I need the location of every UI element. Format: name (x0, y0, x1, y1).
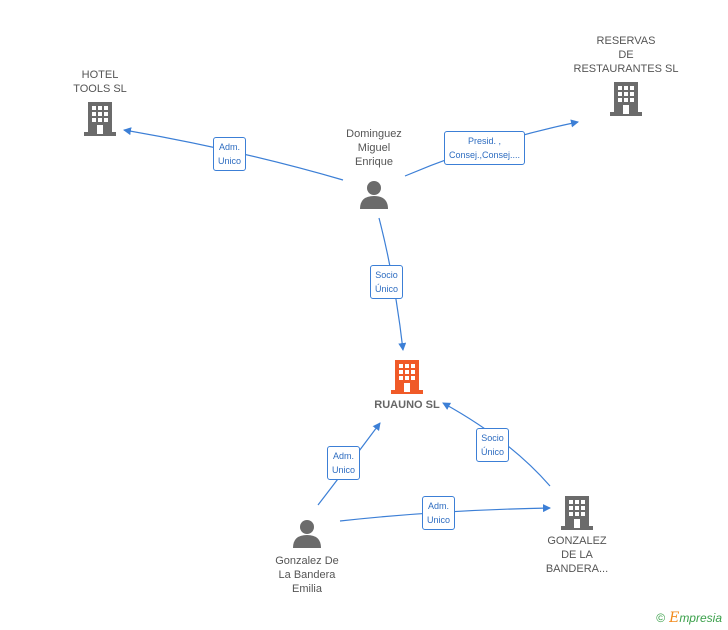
person-icon (293, 520, 321, 548)
node-gonzalez-de-la-bandera-company[interactable]: GONZALEZ DE LA BANDERA... (535, 494, 619, 576)
brand-name-rest: mpresia (679, 611, 722, 625)
node-label-line: RESERVAS (596, 35, 656, 47)
edge-label-line: Adm. (428, 501, 450, 511)
edge-label-line: Socio (481, 433, 504, 443)
node-label-line: Dominguez (346, 128, 402, 140)
node-hotel-tools[interactable]: HOTEL TOOLS SL (58, 68, 142, 136)
copyright-symbol: © (656, 611, 666, 625)
edge-label-line: Adm. (333, 451, 355, 461)
node-label-line: DE (618, 49, 634, 61)
node-dominguez-miguel-enrique[interactable]: Dominguez Miguel Enrique (332, 127, 416, 209)
edge-label-line: Presid. , (468, 136, 502, 146)
node-label-line: RUAUNO SL (374, 399, 440, 411)
building-icon (84, 102, 116, 136)
node-label-line: DE LA (561, 549, 593, 561)
edge-label-line: Adm. (219, 142, 241, 152)
edge-label-emilia-company[interactable]: Adm. Unico (422, 496, 456, 530)
edge-label-dominguez-hotel[interactable]: Adm. Unico (213, 137, 247, 171)
edge-label-line: Único (375, 284, 399, 294)
node-gonzalez-de-la-bandera-emilia[interactable]: Gonzalez De La Bandera Emilia (262, 518, 352, 596)
edge-label-emilia-ruauno[interactable]: Adm. Unico (327, 446, 361, 480)
node-label-line: HOTEL (81, 69, 119, 81)
edge-label-line: Unico (332, 465, 356, 475)
node-label-line: BANDERA... (545, 563, 609, 575)
node-label-line: Miguel (357, 142, 391, 154)
edge-label-dominguez-ruauno[interactable]: Socio Único (370, 265, 404, 299)
building-icon (561, 496, 593, 530)
edge-label-line: Único (481, 447, 505, 457)
node-label-line: TOOLS SL (73, 83, 127, 95)
edge-label-line: Unico (427, 515, 451, 525)
edge-label-dominguez-reservas[interactable]: Presid. , Consej.,Consej.... (444, 131, 526, 165)
building-icon (610, 82, 642, 116)
node-reservas-restaurantes[interactable]: RESERVAS DE RESTAURANTES SL (568, 34, 684, 116)
node-label-line: Gonzalez De (275, 555, 339, 567)
building-icon (391, 360, 423, 394)
node-ruauno-sl[interactable]: RUAUNO SL (362, 358, 452, 412)
person-icon (360, 181, 388, 209)
edge-label-line: Socio (375, 270, 398, 280)
edge-label-line: Consej.,Consej.... (449, 150, 521, 160)
brand-initial: E (669, 610, 680, 626)
empresia-brand: ©Empresia (656, 610, 722, 626)
node-label-line: RESTAURANTES SL (573, 63, 679, 75)
edge-label-line: Unico (218, 156, 242, 166)
node-label-line: GONZALEZ (547, 535, 607, 547)
node-label-line: La Bandera (278, 569, 336, 581)
edge-label-company-ruauno[interactable]: Socio Único (476, 428, 510, 462)
node-label-line: Emilia (292, 583, 322, 595)
node-label-line: Enrique (355, 156, 393, 168)
